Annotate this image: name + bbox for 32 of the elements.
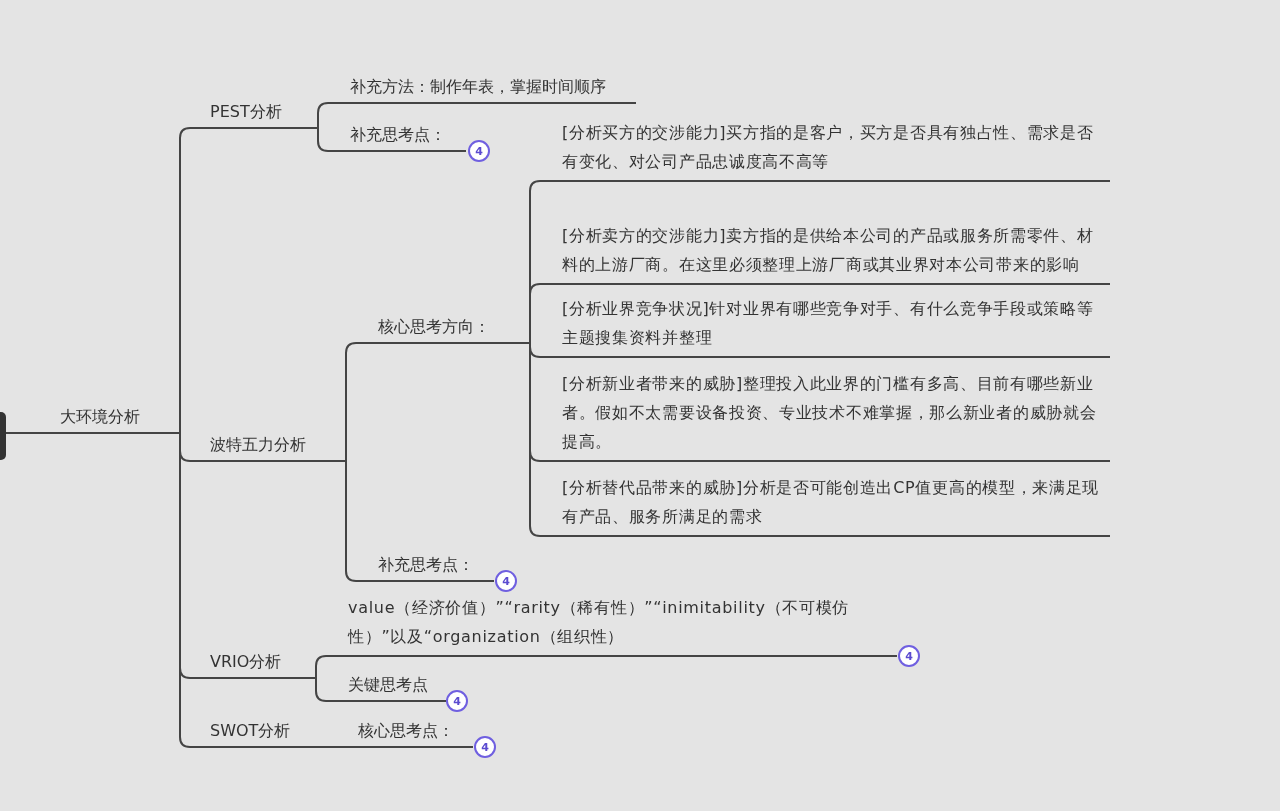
branch-line bbox=[179, 127, 191, 434]
topic-text: [分析卖方的交涉能力]卖方指的是供给本公司的产品或服务所需零件、材料的上游厂商。在这里必须整理上游厂商或其业界对本公司带来的影响 bbox=[562, 225, 1095, 276]
topic-text: value（经济价值）”“rarity（稀有性）”“inimitability（不可模仿性）”以及“organization（组织性） bbox=[348, 597, 851, 648]
topic-text: 大环境分析 bbox=[60, 406, 140, 428]
topic-text: SWOT分析 bbox=[210, 720, 291, 742]
collapsed-count-badge: 4 bbox=[468, 140, 490, 162]
topic-text: 关键思考点 bbox=[348, 674, 428, 696]
collapsed-count-badge: 4 bbox=[898, 645, 920, 667]
branch-line bbox=[329, 746, 341, 748]
branch-line bbox=[317, 102, 329, 129]
branch-line bbox=[317, 127, 329, 152]
branch-line bbox=[179, 432, 191, 748]
collapsed-count-badge: 4 bbox=[446, 690, 468, 712]
collapsed-count-badge: 4 bbox=[495, 570, 517, 592]
topic-text: [分析买方的交涉能力]买方指的是客户，买方是否具有独占性、需求是否有变化、对公司产品忠诚度高不高等 bbox=[562, 122, 1095, 173]
topic-text: 补充思考点： bbox=[350, 124, 446, 146]
topic-text: 核心思考点： bbox=[358, 720, 454, 742]
topic-text: 核心思考方向： bbox=[378, 316, 490, 338]
branch-line bbox=[529, 283, 541, 344]
collapsed-count-badge: 4 bbox=[474, 736, 496, 758]
branch-line bbox=[315, 655, 327, 679]
topic-text: [分析替代品带来的威胁]分析是否可能创造出CP值更高的模型，来满足现有产品、服务所满足的需求 bbox=[562, 477, 1101, 528]
topic-text: [分析新业者带来的威胁]整理投入此业界的门槛有多高、目前有哪些新业者。假如不太需要设备投资、专业技术不难掌握，那么新业者的威胁就会提高。 bbox=[562, 373, 1098, 453]
topic-text: 波特五力分析 bbox=[210, 434, 306, 456]
topic-text: [分析业界竞争状况]针对业界有哪些竞争对手、有什么竞争手段或策略等主题搜集资料并整理 bbox=[562, 298, 1095, 349]
topic-text: PEST分析 bbox=[210, 101, 282, 123]
topic-text: 补充思考点： bbox=[378, 554, 474, 576]
topic bbox=[20, 406, 180, 434]
branch-line bbox=[315, 677, 327, 702]
topic-text: VRIO分析 bbox=[210, 651, 282, 673]
topic-text: 补充方法：制作年表，掌握时间顺序 bbox=[350, 76, 606, 98]
branch-line bbox=[5, 432, 21, 434]
